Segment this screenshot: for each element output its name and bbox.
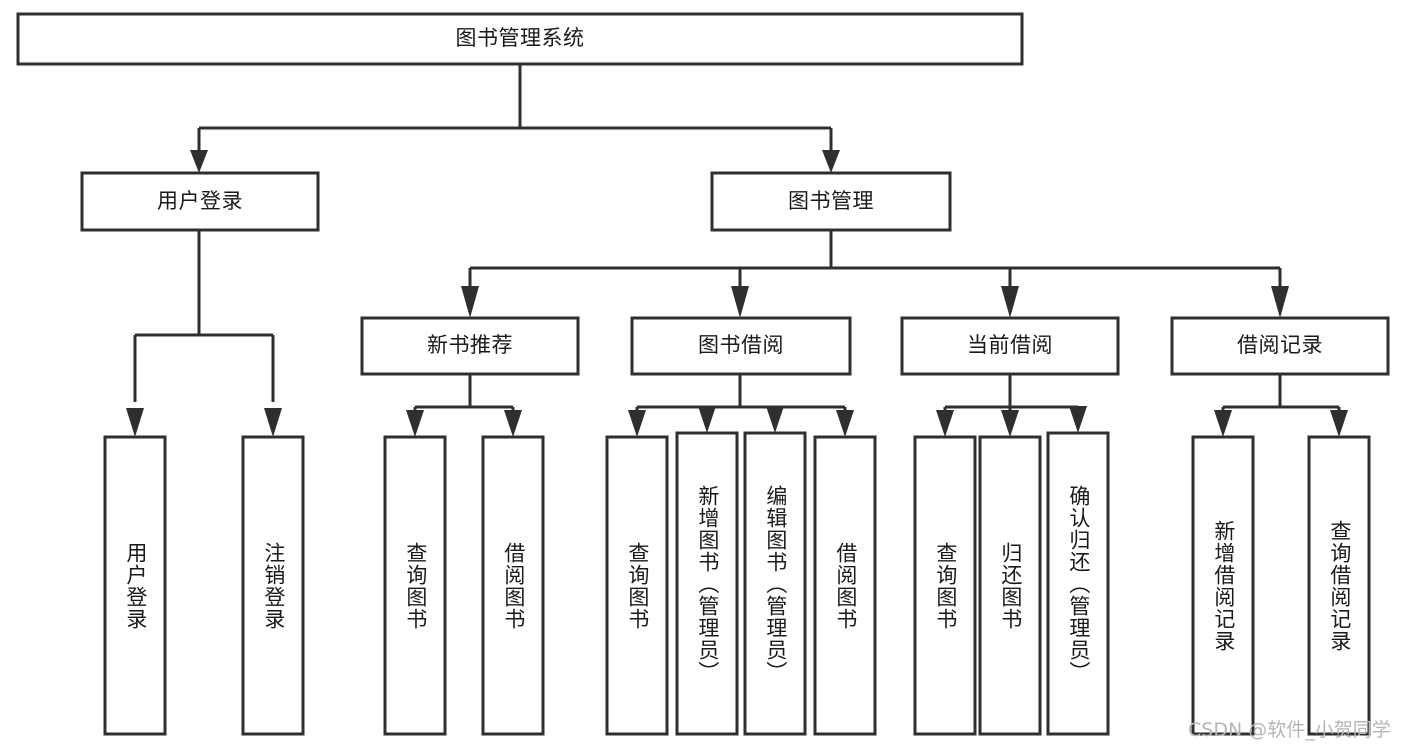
node-leaf-add-borrow-record-box[interactable]: [1191, 435, 1255, 736]
node-level1-user-login-box[interactable]: [80, 171, 320, 232]
node-leaf-query-book-2-box[interactable]: [605, 435, 669, 736]
connector-root-to-level1: [190, 64, 840, 173]
node-leaf-borrow-book-2-box[interactable]: [813, 435, 877, 736]
node-level2-borrow-record-box[interactable]: [1170, 316, 1390, 376]
connector-currentborrow-to-leaves: [936, 374, 1087, 437]
arrow-head-icon: [461, 286, 479, 318]
node-level2-current-borrow-box[interactable]: [900, 316, 1120, 376]
arrow-head-icon: [264, 408, 282, 437]
arrow-head-icon: [504, 410, 522, 437]
arrow-head-icon: [126, 408, 144, 437]
node-leaf-edit-book-admin-box[interactable]: [743, 431, 807, 736]
connector-userlogin-to-leaves: [126, 230, 282, 437]
arrow-head-icon: [406, 410, 424, 437]
node-root-box[interactable]: [16, 12, 1024, 66]
connector-borrowrecord-to-leaves: [1214, 374, 1348, 437]
node-leaf-add-book-admin-box[interactable]: [675, 431, 739, 736]
arrow-head-icon: [822, 150, 840, 173]
node-leaf-query-borrow-record-box[interactable]: [1307, 435, 1371, 736]
node-level1-book-management-box[interactable]: [710, 171, 952, 232]
arrow-head-icon: [766, 406, 784, 433]
node-leaf-query-book-3-box[interactable]: [913, 435, 977, 736]
arrow-head-icon: [628, 410, 646, 437]
connector-bookborrow-to-leaves: [628, 374, 854, 437]
node-leaf-return-book-box[interactable]: [978, 435, 1042, 736]
arrow-head-icon: [731, 286, 749, 318]
arrow-head-icon: [1214, 410, 1232, 437]
connector-bookmgmt-to-level2: [461, 230, 1289, 318]
arrow-head-icon: [698, 406, 716, 433]
node-level2-new-book-recommend-box[interactable]: [360, 316, 580, 376]
node-leaf-logout-box[interactable]: [241, 435, 305, 736]
arrow-head-icon: [1001, 410, 1019, 437]
connector-newbook-to-leaves: [406, 374, 522, 437]
arrow-head-icon: [190, 150, 208, 173]
arrow-head-icon: [1271, 286, 1289, 318]
node-leaf-query-book-1-box[interactable]: [383, 435, 447, 736]
arrow-head-icon: [1001, 286, 1019, 318]
node-leaf-confirm-return-admin-box[interactable]: [1046, 431, 1110, 736]
arrow-head-icon: [936, 410, 954, 437]
arrow-head-icon: [1069, 406, 1087, 433]
node-leaf-borrow-book-1-box[interactable]: [481, 435, 545, 736]
node-level2-book-borrow-box[interactable]: [630, 316, 852, 376]
arrow-head-icon: [836, 410, 854, 437]
arrow-head-icon: [1330, 410, 1348, 437]
node-leaf-user-login-box[interactable]: [103, 435, 167, 736]
